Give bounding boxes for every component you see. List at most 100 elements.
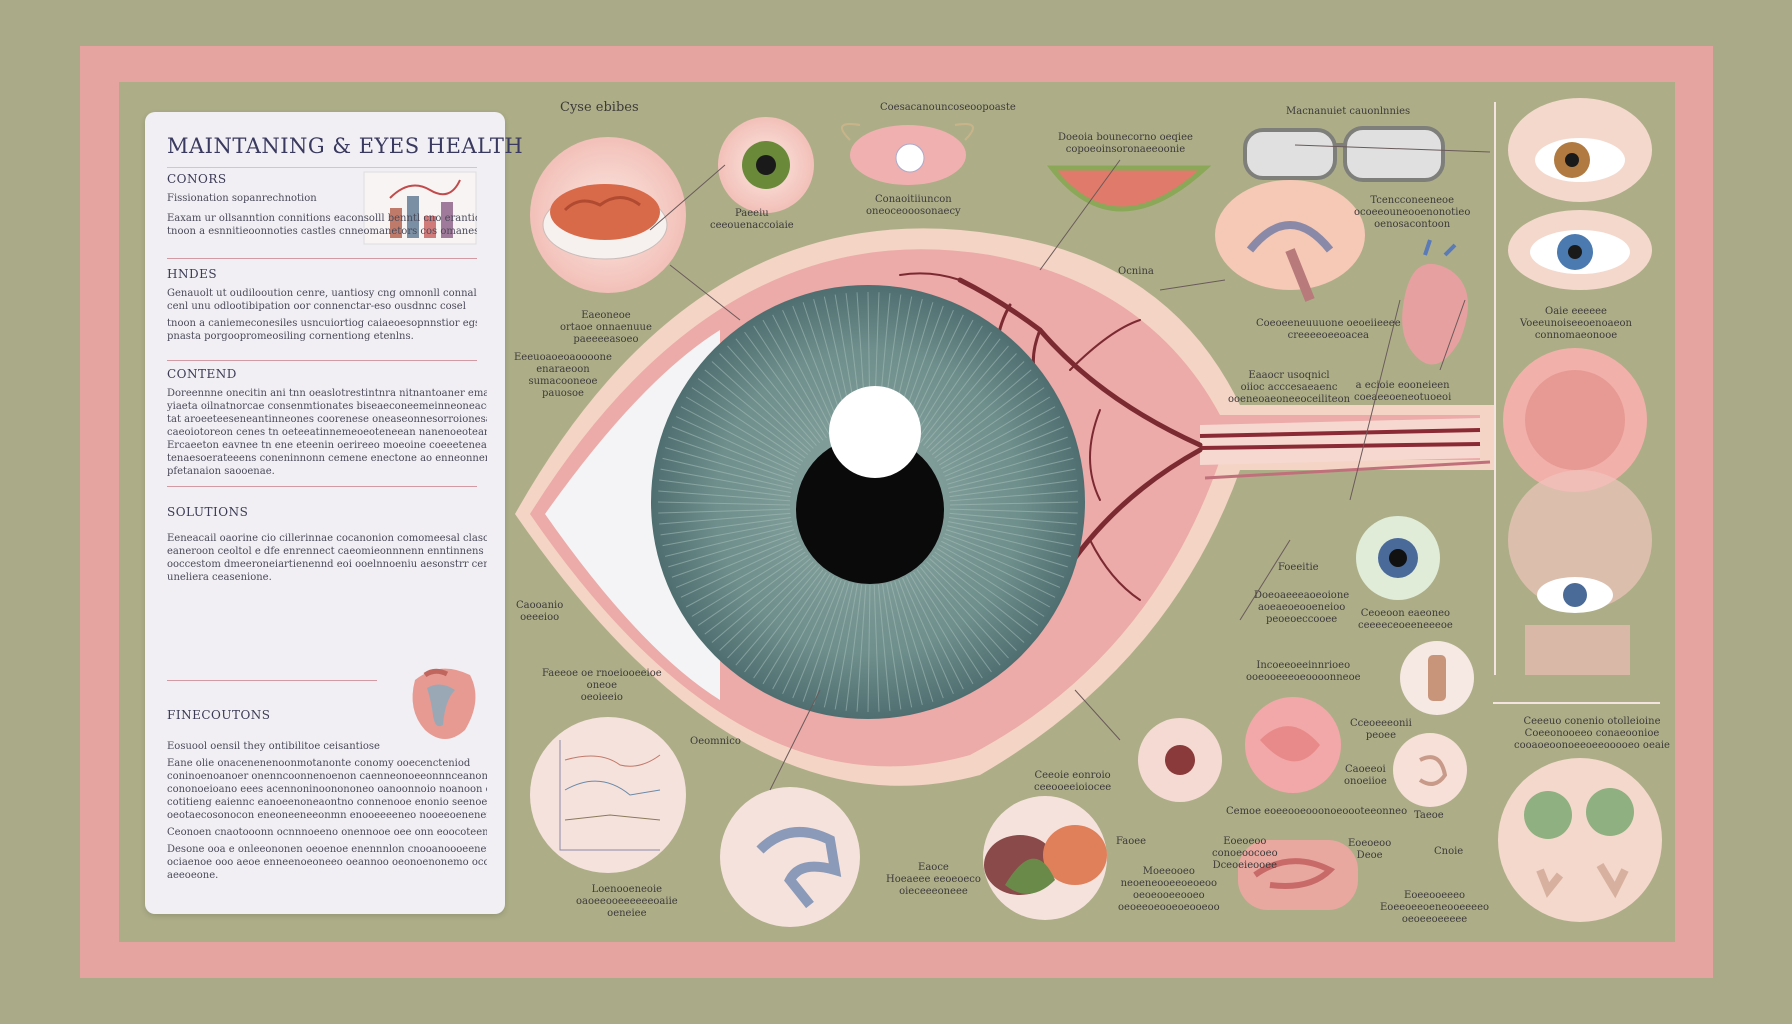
- iris-fiber: [685, 544, 801, 608]
- iris-fiber: [719, 561, 814, 651]
- iris-fiber: [939, 396, 1051, 466]
- iris-fiber: [916, 569, 992, 673]
- graph-illustration: [530, 717, 686, 873]
- eyeglasses-illustration: [1243, 126, 1445, 182]
- iris-fiber: [886, 583, 913, 708]
- diagram-label: Faoee: [1116, 836, 1147, 847]
- iris-fiber: [890, 582, 923, 705]
- iris-fiber: [926, 353, 1017, 449]
- iris-fiber: [802, 580, 846, 702]
- diagram-label: Eeeuoaoeoaoooone enaraeoon sumacooneoe p…: [514, 352, 612, 399]
- iris-fiber: [772, 314, 835, 434]
- iris-fiber: [792, 305, 842, 431]
- iris-fiber: [944, 533, 1065, 578]
- divider: [167, 360, 477, 361]
- iris-fiber: [753, 325, 827, 439]
- iris-fiber: [744, 569, 824, 673]
- iris-fiber: [934, 551, 1039, 626]
- iris-fiber: [762, 574, 831, 685]
- iris-fiber: [735, 338, 821, 444]
- iris-fiber: [685, 396, 801, 466]
- iris-fiber: [856, 584, 867, 712]
- iris-fiber: [823, 583, 854, 708]
- iris-fiber: [949, 490, 1078, 502]
- right-column-eye-illustrations: [1503, 98, 1652, 675]
- iris-fiber: [945, 436, 1068, 481]
- iris-fiber: [691, 548, 804, 617]
- iris-fiber: [753, 571, 827, 679]
- iris-fiber: [704, 369, 809, 456]
- iris-fiber: [658, 490, 791, 502]
- iris-fiber: [949, 501, 1079, 506]
- optic-nerve-stripe: [1204, 460, 1491, 480]
- chart-thumbnail-icon: [363, 171, 477, 245]
- diagram-label: Ceoeoon eaeoneo ceeeeceoeeneeeoe: [1358, 608, 1453, 631]
- brain-sagittal-illustration: [720, 787, 860, 927]
- iris-fiber: [675, 416, 798, 473]
- iris-fiber: [762, 319, 831, 436]
- diagram-label: Conaoitiiuncon oneoceooosonaecy: [866, 194, 961, 217]
- iris-fiber: [947, 525, 1071, 557]
- section-heading: SOLUTIONS: [167, 505, 249, 519]
- optic-nerve-stripe: [1199, 428, 1481, 450]
- iris-fiber: [711, 361, 811, 452]
- iris-fiber: [949, 508, 1078, 514]
- diagram-label: Doeoia bounecorno oeqiee copoeoinsoronae…: [1058, 132, 1193, 155]
- iris-fiber: [916, 331, 992, 441]
- leader-lines: [649, 144, 1491, 791]
- iris-fiber: [894, 580, 934, 702]
- section-text: Genauolt ut oudilooution cenre, uantiosy…: [167, 288, 477, 342]
- iris-fiber: [949, 479, 1077, 498]
- iris-fiber: [939, 544, 1051, 608]
- iris-fiber: [936, 387, 1045, 462]
- diagram-label: Cyse ebibes: [560, 100, 639, 115]
- iris-fiber: [813, 582, 850, 705]
- iris-fiber: [919, 338, 1001, 444]
- iris-fiber: [680, 406, 799, 470]
- heart-anatomy-icon: [412, 668, 476, 739]
- iris-fiber: [675, 537, 798, 588]
- iris-fiber: [704, 554, 809, 635]
- iris-fiber: [905, 576, 964, 690]
- iris-fiber: [919, 566, 1001, 666]
- iris-fiber: [660, 468, 792, 493]
- pupil: [796, 436, 944, 584]
- iris-fiber: [926, 561, 1017, 651]
- iris-fiber: [942, 416, 1061, 473]
- iris-fiber: [735, 566, 821, 666]
- diagram-label: Caoeeoi onoeiioe: [1344, 764, 1387, 787]
- diagram-label: Macnanuiet cauonlnnies: [1286, 106, 1411, 117]
- iris-fiber: [662, 521, 792, 547]
- iris-fiber: [931, 369, 1032, 456]
- iris-fiber: [727, 345, 817, 446]
- iris-fiber: [711, 558, 811, 643]
- divider: [167, 486, 477, 487]
- iris-fiber: [882, 583, 902, 710]
- brain-illustration: [1215, 180, 1365, 302]
- diagram-label: Oaie eeeeee Voeeunoiseeoenoaeon connomae…: [1520, 306, 1632, 341]
- iris-fiber: [913, 571, 983, 679]
- diagram-label: Incoeeoeeinnrioeo ooeooeeeoeoooonneoe: [1246, 660, 1361, 683]
- diagram-label: Eaeoneoe ortaoe onnaenuue paeeeeasoeo: [560, 310, 652, 345]
- heart-illustration: [1402, 239, 1468, 365]
- section-heading: CONTEND: [167, 367, 237, 381]
- diagram-label: Cemoe eoeeooeooonoeoooteeonneo: [1226, 806, 1408, 817]
- iris-fiber: [772, 576, 835, 690]
- page-title: MAINTANING & EYES HEALTH: [167, 134, 524, 158]
- iris-fiber: [913, 325, 983, 439]
- highlight: [829, 386, 921, 478]
- iris-fiber: [665, 525, 793, 557]
- iris-fiber: [845, 584, 863, 711]
- diagram-label: Eoeoeoo Deoe: [1348, 838, 1392, 861]
- iris-fiber: [668, 529, 795, 568]
- diagram-label: Foeeitie: [1278, 562, 1319, 573]
- iris-fiber: [948, 468, 1076, 493]
- iris-fiber: [909, 319, 974, 436]
- iris-fiber: [942, 537, 1061, 588]
- iris-fiber: [671, 426, 796, 477]
- diagram-label: Eaaocr usoqnicl oiioc acccesaeaenc ooene…: [1228, 370, 1351, 405]
- iris-fiber: [948, 517, 1076, 536]
- iris-fiber: [782, 309, 838, 433]
- section-heading: HNDES: [167, 267, 218, 281]
